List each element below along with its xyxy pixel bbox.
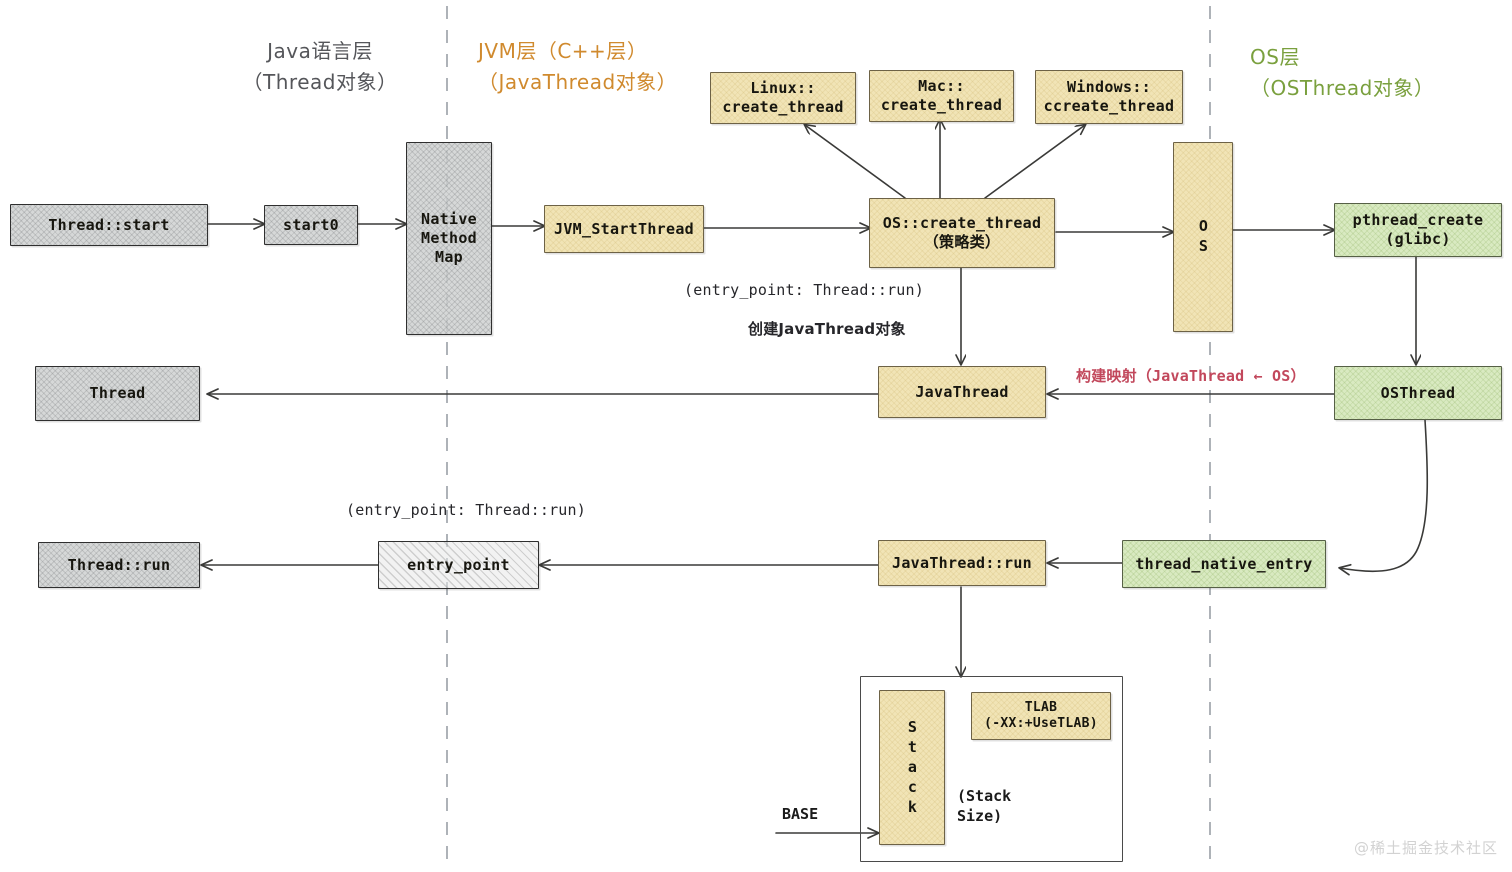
annotation-create-javathread: 创建JavaThread对象 [748, 320, 906, 338]
node-javathread-run[interactable]: JavaThread::run [878, 540, 1046, 586]
node-tlab[interactable]: TLAB (-XX:+UseTLAB) [971, 692, 1111, 740]
node-native-method-map[interactable]: Native Method Map [406, 142, 492, 335]
node-osthread[interactable]: OSThread [1334, 366, 1502, 420]
node-linux-create-thread[interactable]: Linux:: create_thread [710, 72, 856, 124]
node-thread-native-entry[interactable]: thread_native_entry [1122, 540, 1326, 588]
node-thread-run[interactable]: Thread::run [38, 542, 200, 588]
label-base: BASE [782, 805, 819, 823]
node-jvm-start-thread[interactable]: JVM_StartThread [544, 205, 704, 253]
node-javathread[interactable]: JavaThread [878, 366, 1046, 418]
watermark: @稀土掘金技术社区 [1353, 839, 1498, 857]
node-thread-start[interactable]: Thread::start [10, 204, 208, 246]
node-start0[interactable]: start0 [264, 205, 358, 245]
node-mac-create-thread[interactable]: Mac:: create_thread [869, 70, 1014, 122]
stack-container [860, 676, 1123, 862]
node-pthread-create[interactable]: pthread_create (glibc) [1334, 203, 1502, 257]
node-os-create-thread[interactable]: OS::create_thread （策略类） [869, 198, 1055, 268]
lane-title-jvm: JVM层（C++层） （JavaThread对象） [478, 39, 678, 94]
node-os[interactable]: OS [1173, 142, 1233, 332]
node-entry-point[interactable]: entry_point [378, 541, 539, 589]
label-stack-size: (Stack Size) [957, 787, 1012, 825]
annotation-entry-point-top: (entry_point: Thread::run) [684, 281, 924, 299]
annotation-build-mapping: 构建映射（JavaThread ← OS） [1076, 367, 1306, 385]
node-stack[interactable]: Stack [879, 690, 945, 845]
lane-title-os: OS层 （OSThread对象） [1250, 45, 1435, 100]
annotation-entry-point-bottom: (entry_point: Thread::run) [346, 501, 586, 519]
lane-title-java: Java语言层 （Thread对象） [242, 39, 398, 94]
node-windows-create-thread[interactable]: Windows:: ccreate_thread [1035, 70, 1183, 124]
node-thread[interactable]: Thread [35, 366, 200, 421]
